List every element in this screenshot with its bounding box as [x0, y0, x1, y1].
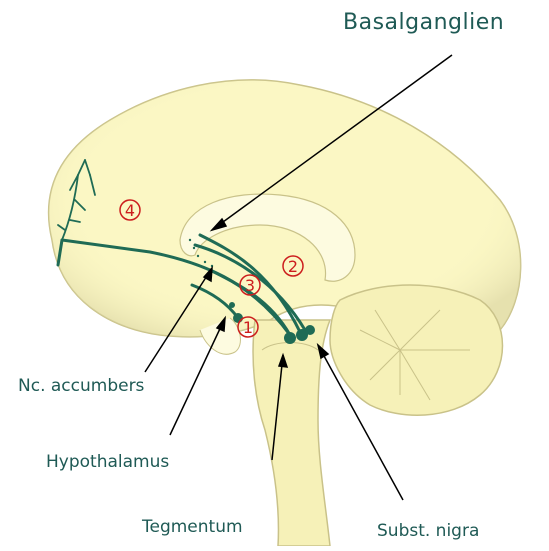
marker-3: 3	[245, 276, 255, 295]
brainstem-shape	[253, 320, 330, 546]
hypothalamic-nucleus	[233, 313, 243, 323]
nigra-nucleus-2	[305, 325, 315, 335]
marker-4: 4	[125, 201, 135, 220]
label-hypothalamus: Hypothalamus	[46, 452, 169, 472]
tegmentum-nucleus	[284, 332, 296, 344]
label-nc-accumbens: Nc. accumbers	[18, 376, 144, 396]
label-tegmentum: Tegmentum	[142, 517, 243, 537]
marker-2: 2	[288, 257, 298, 276]
marker-1: 1	[243, 318, 253, 337]
accumbens-nucleus	[229, 302, 235, 308]
label-basalganglien: Basalganglien	[343, 10, 504, 35]
label-subst-nigra: Subst. nigra	[377, 521, 479, 541]
